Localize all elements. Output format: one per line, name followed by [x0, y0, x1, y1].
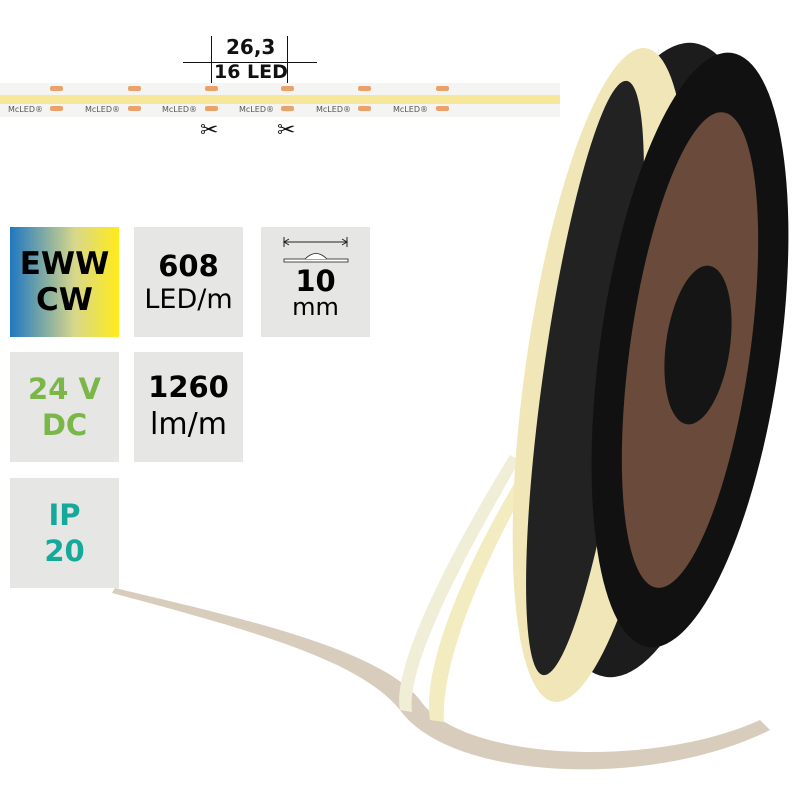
segment-label: 16 LED: [214, 61, 288, 83]
strip-brand: McLED®: [162, 105, 197, 114]
scissors-icon: ✂: [200, 118, 219, 143]
strip-brand: McLED®: [316, 105, 351, 114]
color-temp-cw: CW: [36, 282, 93, 318]
voltage-tile: 24 V DC: [10, 352, 119, 462]
ip-rating-tile: IP 20: [10, 478, 119, 588]
loose-strip: [112, 588, 770, 770]
led-density-tile: 608 LED/m: [134, 227, 243, 337]
strip-width-tile: 10 mm: [261, 227, 370, 337]
strip-brand: McLED®: [8, 105, 43, 114]
ip-value: 20: [44, 534, 85, 568]
density-value: 608: [158, 249, 219, 283]
pitch-label: 26,3: [226, 35, 276, 59]
color-temp-eww: EWW: [19, 246, 110, 282]
voltage-value: 24 V: [28, 372, 101, 406]
reel-hub: [664, 265, 732, 425]
cob-light-band: [0, 95, 560, 104]
flux-value: 1260: [148, 370, 229, 404]
width-unit: mm: [292, 293, 339, 321]
scissors-icon: ✂: [277, 118, 296, 143]
width-value: 10: [295, 264, 336, 298]
strip-brand: McLED®: [239, 105, 274, 114]
strip-brand: McLED®: [85, 105, 120, 114]
color-temp-tile: EWW CW: [10, 227, 119, 337]
led-strip: McLED® McLED® McLED® McLED® McLED® McLED…: [0, 83, 560, 117]
strip-width-icon: [282, 237, 348, 263]
flux-unit: lm/m: [150, 407, 227, 442]
ip-label: IP: [48, 498, 81, 532]
voltage-type: DC: [41, 408, 88, 442]
density-unit: LED/m: [144, 284, 233, 315]
luminous-flux-tile: 1260 lm/m: [134, 352, 243, 462]
strip-brand: McLED®: [393, 105, 428, 114]
